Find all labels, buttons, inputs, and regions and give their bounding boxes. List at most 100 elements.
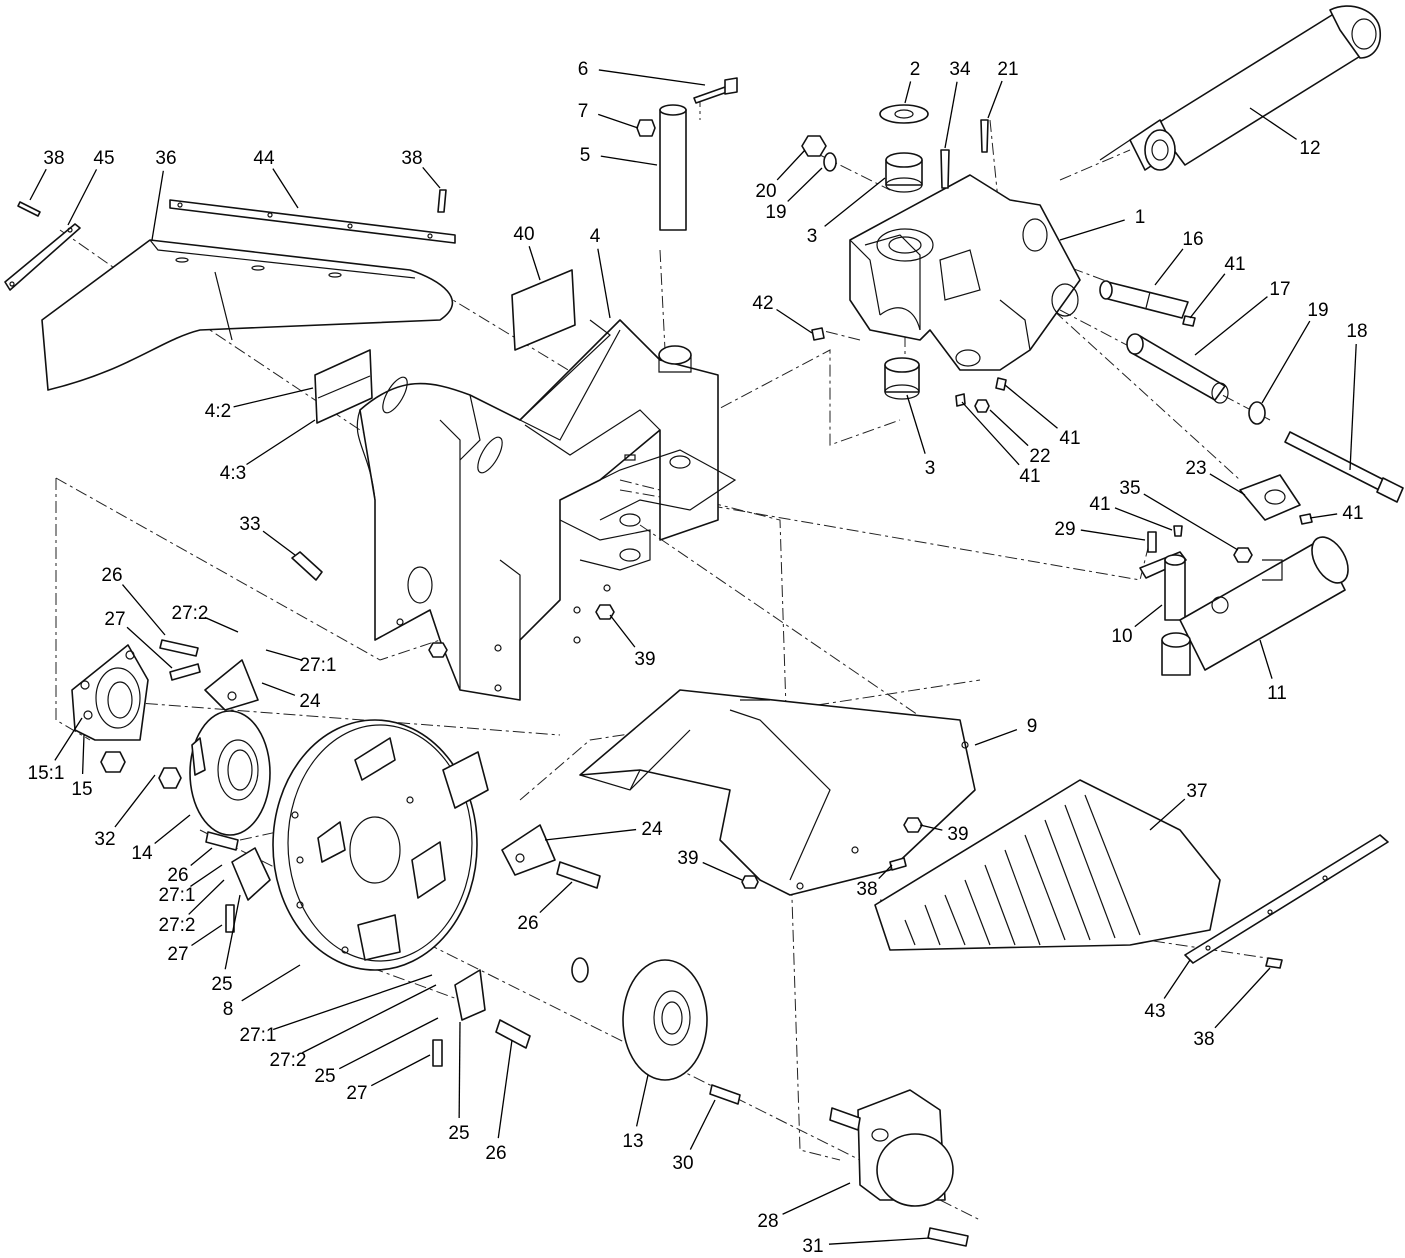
leader-line-c1 [1059,219,1125,241]
callout-label-c31: 31 [802,1236,823,1257]
callout-label-c22: 22 [1029,446,1050,467]
leader-line-c15 [81,734,85,775]
leader-line-c7 [597,113,639,129]
callout-label-c28: 28 [757,1211,778,1232]
bracket-part-23 [1239,474,1301,521]
leader-line-c39c [702,861,743,881]
callout-label-c38b: 38 [401,148,422,169]
leader-line-c38a [29,168,47,201]
fitting-part-41-b [995,377,1007,391]
fitting-part-41-c [1182,315,1196,327]
bracket-part-25-left [231,847,271,901]
nut-part-32-b [158,767,182,789]
callout-label-c38d: 38 [1193,1029,1214,1050]
callout-labels: 123344:24:35678910111213141515:116171819… [28,59,1368,1257]
leader-line-c4_2 [233,387,314,408]
callout-label-c25c: 25 [448,1123,469,1144]
leader-line-c27_2c [302,984,437,1054]
leader-line-c25c [458,1021,461,1119]
callout-label-c25b: 25 [314,1066,335,1087]
callout-label-c39b: 39 [947,824,968,845]
callout-label-c2: 2 [910,59,921,80]
bushing-part-3-top [885,152,923,193]
callout-label-c34: 34 [949,59,971,80]
strap-part-45 [4,223,81,291]
leader-line-c26b [190,847,213,866]
bolt-part-26-a [159,639,199,657]
callout-label-c15_1: 15:1 [28,763,65,784]
leader-line-c32 [114,774,156,828]
leader-line-c26d [497,1039,513,1139]
callout-label-c41c: 41 [1059,428,1080,449]
callout-label-c26a: 26 [101,565,122,586]
nut-part-hub [571,957,589,983]
pin-part-5 [658,104,692,373]
leader-line-c26a [121,584,166,636]
leader-line-c39a [609,614,636,648]
callout-label-c27b: 27 [167,944,188,965]
leader-line-c27c [370,1054,431,1087]
callout-label-c14: 14 [131,843,153,864]
leader-line-c43 [1163,959,1191,999]
callout-label-c15: 15 [71,779,92,800]
leader-line-c8 [241,964,301,1002]
leader-line-c19b [1261,320,1311,404]
leader-line-c10 [1134,604,1163,628]
screw-part-38-upper [437,189,447,213]
bolt-part-6 [693,77,738,104]
leader-line-c15_1 [54,717,83,761]
callout-label-c35: 35 [1119,478,1140,499]
leader-line-c4_3 [246,419,316,466]
callout-label-c27_1c: 27:1 [240,1025,277,1046]
leader-line-c40 [528,246,541,281]
callout-label-c27_1a: 27:1 [300,655,337,676]
nut-part-39-c [903,817,923,833]
bolt-part-33 [291,551,323,581]
callout-label-c11: 11 [1267,683,1287,704]
flange-part-14 [189,710,271,836]
callout-label-c19a: 19 [765,202,786,223]
callout-label-c23: 23 [1185,458,1206,479]
leader-line-c41e [1114,507,1173,531]
nut-part-20 [801,135,827,157]
leader-line-c12 [1249,107,1297,140]
comb-plate-part-37 [874,779,1221,951]
bolt-part-30 [709,1084,741,1105]
callout-label-c39c: 39 [677,848,698,869]
leader-line-c45 [67,169,98,226]
nut-part-22 [974,399,990,413]
bolt-part-26-b [205,831,239,851]
nut-part-35 [1233,547,1253,563]
callout-label-c6: 6 [578,59,589,80]
plate-part-9 [579,689,976,896]
callout-label-c45: 45 [93,148,114,169]
leader-line-c2 [904,81,912,104]
screw-part-38-right [1265,957,1283,969]
callout-label-c16: 16 [1182,229,1203,250]
leader-line-c30 [689,1099,716,1150]
fitting-part-41-d [1299,513,1313,525]
screw-part-27-a [169,663,201,681]
leader-line-c25a [224,894,241,970]
screw-part-27-c [432,1039,443,1067]
nut-part-39-d [741,875,759,889]
callout-label-c41e: 41 [1089,494,1110,515]
callout-label-c24a: 24 [299,691,321,712]
callout-label-c9: 9 [1027,716,1038,737]
bracket-part-25-lower [454,969,486,1021]
bolt-part-26-c [556,861,601,889]
bolt-part-18 [1284,431,1404,503]
callout-label-c27c: 27 [346,1083,367,1104]
washer-part-2 [879,104,929,124]
leader-line-c6 [598,69,706,86]
leader-line-c38b [422,166,441,189]
leader-line-c27a [126,626,173,669]
callout-label-c4: 4 [590,226,601,247]
leader-line-c41b [961,401,1020,466]
callout-label-c30: 30 [672,1153,693,1174]
disc-part-8 [272,719,489,971]
leader-line-c19a [787,167,823,202]
callout-label-c19b: 19 [1307,300,1328,321]
callout-label-c7: 7 [578,101,589,122]
